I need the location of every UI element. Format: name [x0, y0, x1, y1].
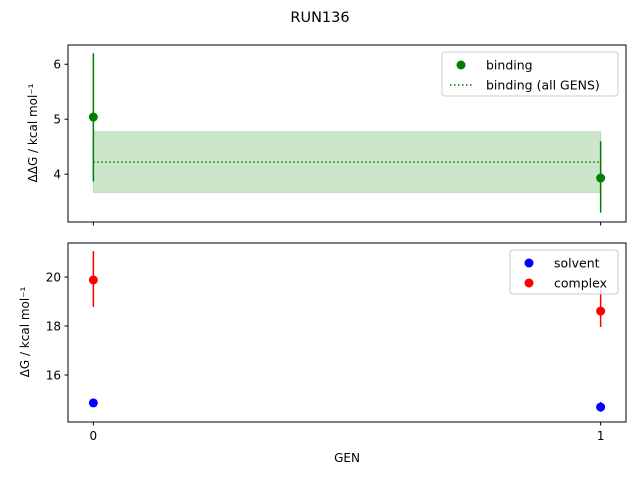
data-point: [596, 402, 606, 412]
y-tick-label: 6: [53, 58, 61, 72]
data-point: [88, 398, 98, 408]
data-point: [596, 306, 606, 316]
bottom-axes: 16 18 20 0 1 solvent complex: [46, 242, 627, 443]
y-tick-label: 4: [53, 168, 61, 182]
legend: [509, 249, 619, 295]
legend-label: solvent: [554, 256, 600, 271]
legend-marker: [456, 60, 466, 70]
data-point: [88, 112, 98, 122]
legend-marker: [524, 258, 534, 268]
legend-marker: [524, 278, 534, 288]
y-tick-label: 20: [46, 271, 61, 285]
x-axis-label: GEN: [334, 451, 360, 465]
legend-label: complex: [554, 276, 607, 291]
x-tick-label: 1: [597, 429, 605, 443]
legend-label: binding (all GENS): [486, 78, 600, 93]
figure-title: RUN136: [290, 10, 349, 26]
axes-frame: [67, 44, 627, 223]
data-point: [88, 275, 98, 285]
top-y-axis-label: ΔΔG / kcal mol⁻¹: [26, 83, 40, 182]
y-tick-label: 18: [46, 320, 61, 334]
legend: [441, 51, 619, 97]
data-point: [596, 173, 606, 183]
top-axes: 4 5 6 binding binding (all GENS): [53, 44, 627, 226]
y-tick-label: 16: [46, 368, 61, 382]
legend-label: binding: [486, 58, 533, 73]
axes-frame: [67, 242, 627, 423]
bottom-y-axis-label: ΔG / kcal mol⁻¹: [18, 286, 32, 377]
x-tick-label: 0: [90, 429, 98, 443]
y-tick-label: 5: [53, 113, 61, 127]
